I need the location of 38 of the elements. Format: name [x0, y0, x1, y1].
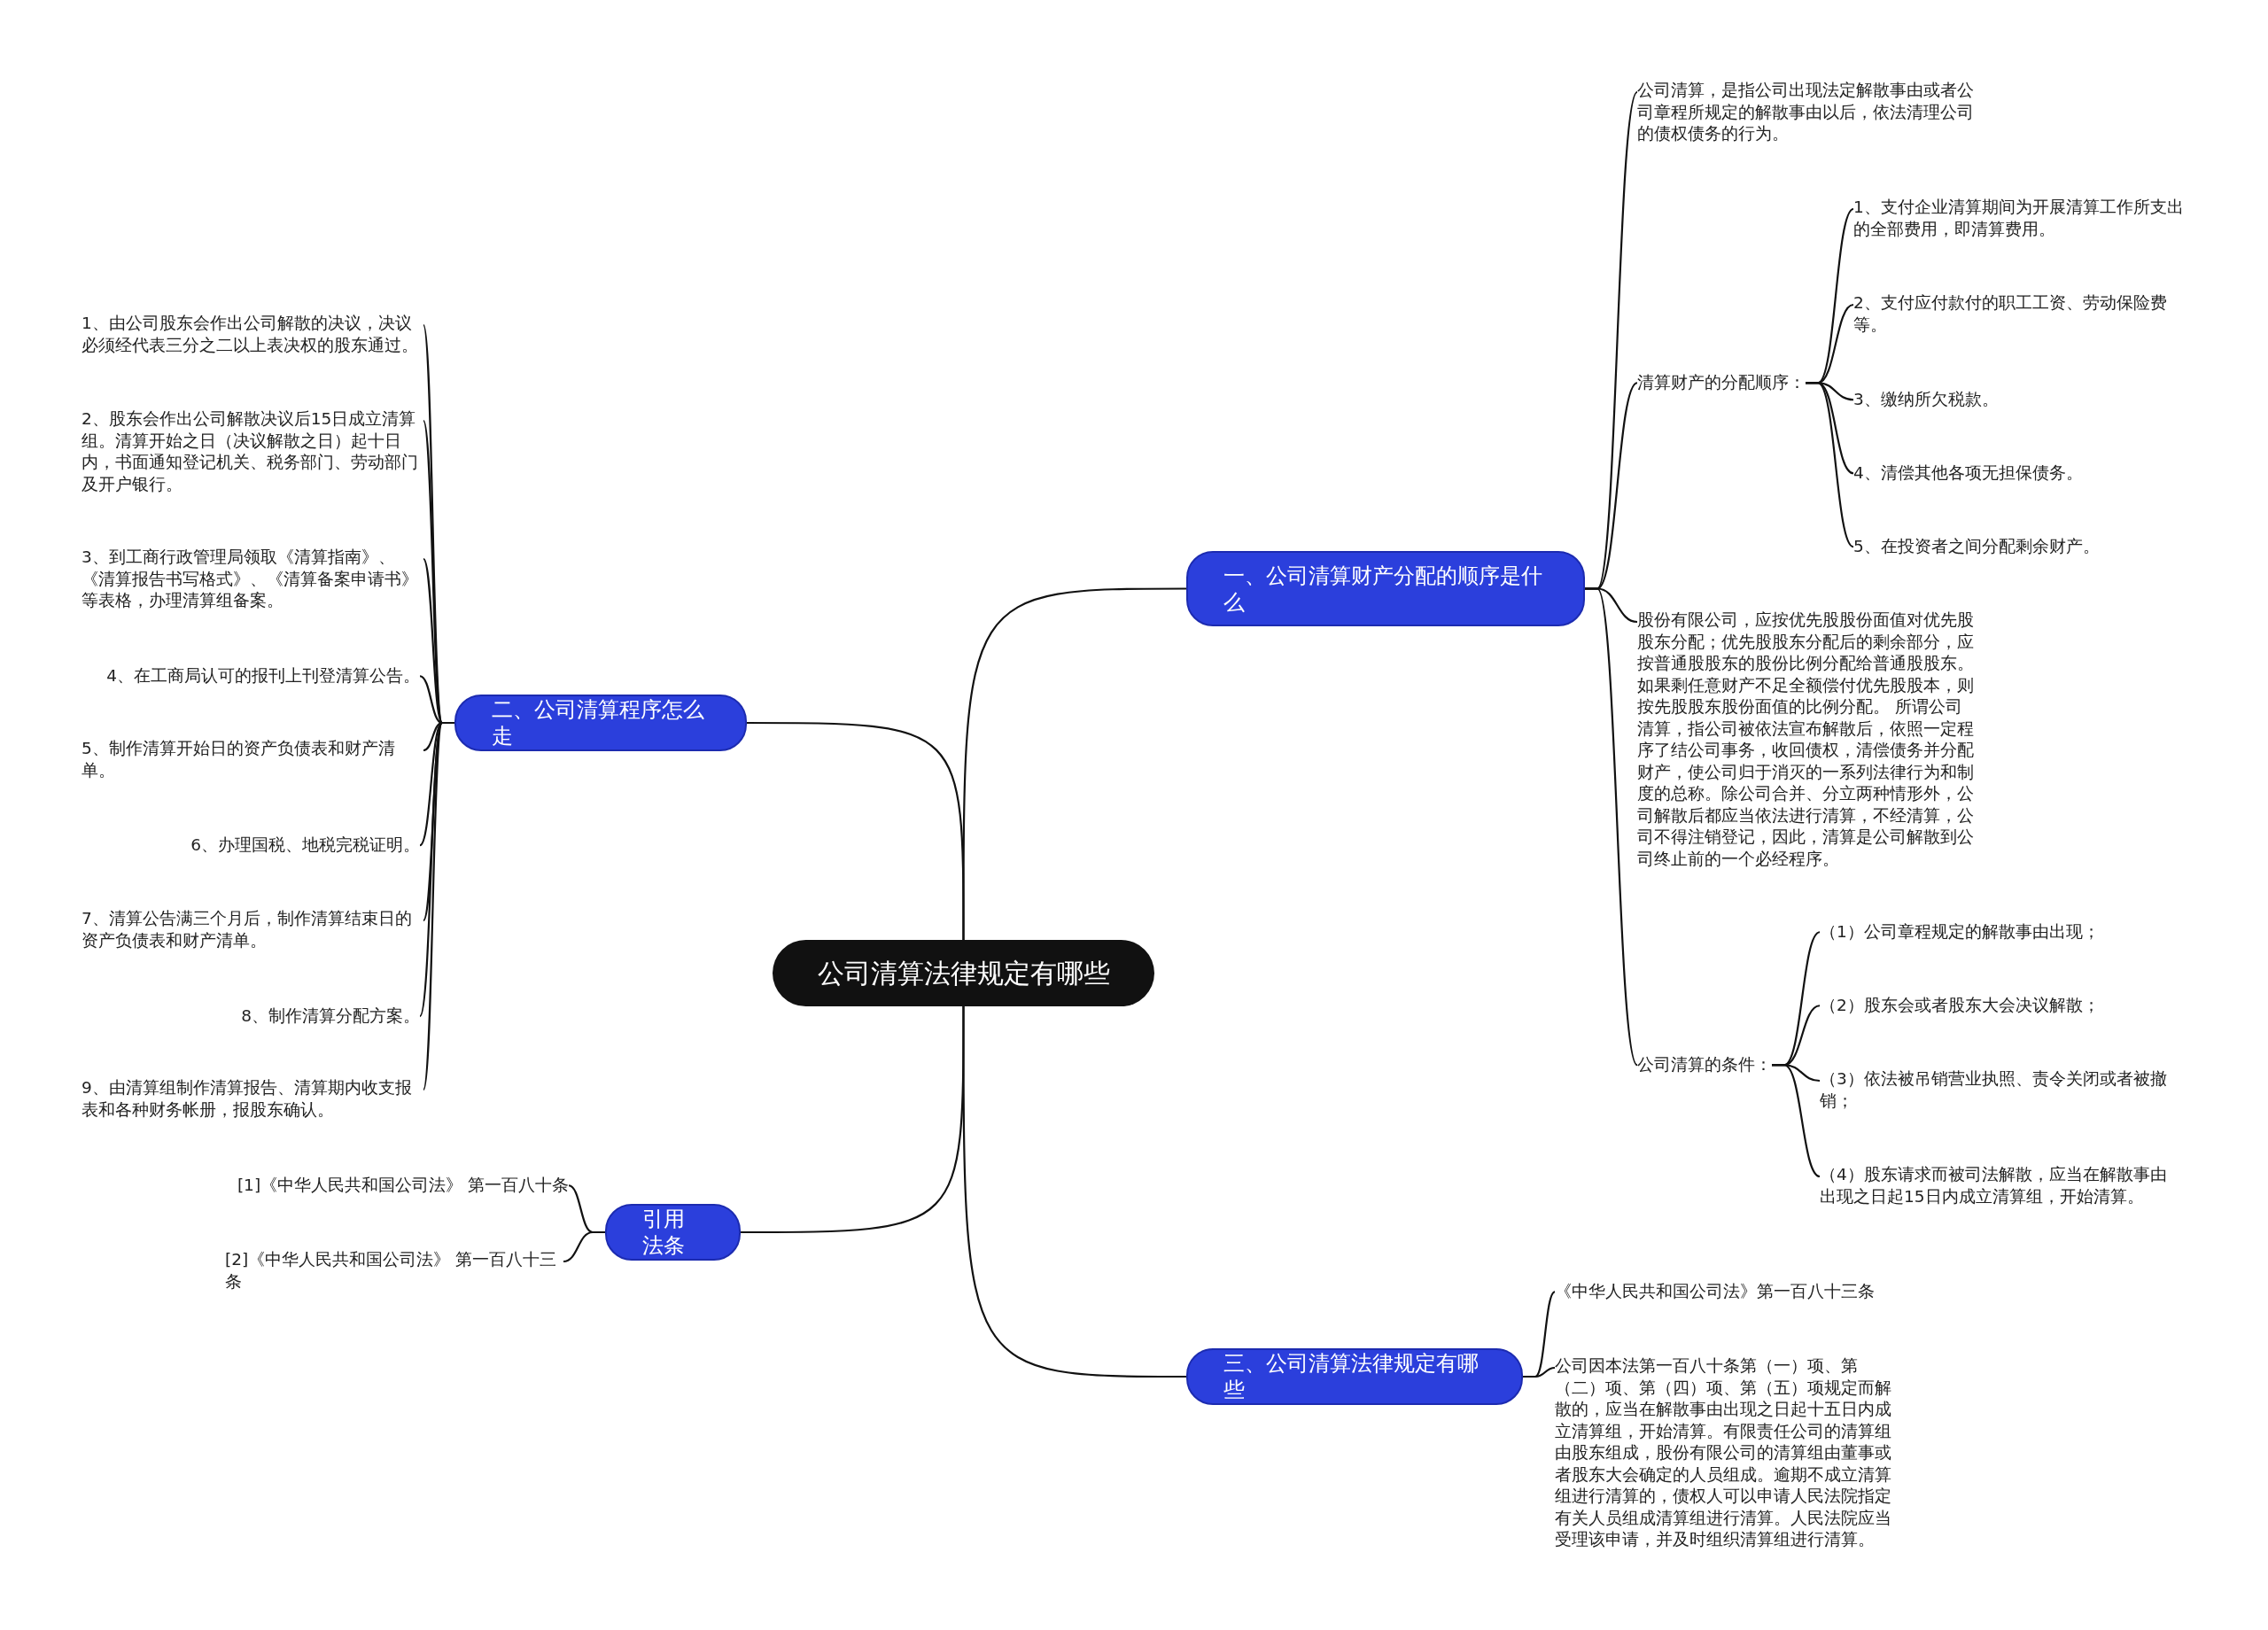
subtopic-text: 公司清算，是指公司出现法定解散事由或者公司章程所规定的解散事由以后，依法清理公司的债权债务的行为。	[1637, 80, 1977, 145]
connector-line	[1806, 382, 1854, 548]
topic-pill: 二、公司清算程序怎么走	[454, 695, 747, 751]
subtopic-text: 9、由清算组制作清算报告、清算期内收支报表和各种财务帐册，报股东确认。	[82, 1077, 423, 1121]
subtopic-text: 清算财产的分配顺序：	[1637, 372, 1806, 394]
subtopic-text: [2]《中华人民共和国公司法》 第一百八十三条	[225, 1249, 563, 1292]
subtopic-text: 2、股东会作出公司解散决议后15日成立清算组。清算开始之日（决议解散之日）起十日内，书面通知登记机关、税务部门、劳动部门及开户银行。	[82, 408, 423, 495]
subtopic-text: 公司清算的条件：	[1637, 1054, 1772, 1076]
subtopic-text: 1、支付企业清算期间为开展清算工作所支出的全部费用，即清算费用。	[1853, 197, 2199, 240]
connector-line	[747, 721, 965, 940]
subtopic-text: [1]《中华人民共和国公司法》 第一百八十条	[237, 1175, 569, 1197]
subtopic-text: 4、在工商局认可的报刊上刊登清算公告。	[106, 665, 420, 687]
subtopic-text: 8、制作清算分配方案。	[241, 1005, 420, 1028]
subtopic-text: （1）公司章程规定的解散事由出现；	[1820, 921, 2100, 943]
subtopic-text: 6、办理国税、地税完税证明。	[190, 834, 420, 857]
subtopic-text: 5、制作清算开始日的资产负债表和财产清单。	[82, 738, 423, 781]
subtopic-text: 3、到工商行政管理局领取《清算指南》、《清算报告书写格式》、《清算备案申请书》等表格，办理清算组备案。	[82, 547, 423, 612]
subtopic-text: （2）股东会或者股东大会决议解散；	[1820, 995, 2100, 1017]
topic-pill: 引用法条	[605, 1204, 741, 1261]
subtopic-text: 2、支付应付款付的职工工资、劳动保险费等。	[1853, 292, 2199, 336]
connector-line	[962, 1006, 1186, 1378]
subtopic-text: （3）依法被吊销营业执照、责令关闭或者被撤销；	[1820, 1068, 2167, 1112]
central-topic: 公司清算法律规定有哪些	[773, 940, 1154, 1006]
subtopic-text: 3、缴纳所欠税款。	[1853, 389, 1999, 411]
subtopic-text: 公司因本法第一百八十条第（一）项、第（二）项、第（四）项、第（五）项规定而解散的，应当在解散事由出现之日起十五日内成立清算组，开始清算。有限责任公司的清算组由股东组成，股份有限公司的清算组由董事或者股东大会确定的人员组成。逾期不成立清算组进行清算的，债权人可以申请人民法院指定有关人员组成清算组进行清算。人民法院应当受理该申请，并及时组织清算组进行清算。	[1555, 1355, 1897, 1551]
subtopic-text: 《中华人民共和国公司法》第一百八十三条	[1555, 1281, 1875, 1303]
subtopic-text: 1、由公司股东会作出公司解散的决议，决议必须经代表三分之二以上表决权的股东通过。	[82, 313, 423, 356]
connector-line	[1585, 587, 1638, 1066]
subtopic-text: 5、在投资者之间分配剩余财产。	[1853, 536, 2100, 558]
connector-line	[563, 1230, 605, 1263]
connector-line	[1523, 1366, 1556, 1378]
subtopic-text: （4）股东请求而被司法解散，应当在解散事由出现之日起15日内成立清算组，开始清算。	[1820, 1164, 2167, 1207]
topic-pill: 三、公司清算法律规定有哪些	[1186, 1348, 1523, 1405]
connector-line	[1772, 1064, 1821, 1177]
subtopic-text: 股份有限公司，应按优先股股份面值对优先股股东分配；优先股股东分配后的剩余部分，应按普通股股东的股份比例分配给普通股股东。如果剩任意财产不足全额偿付优先股股本，则按先股股东股份面值的比例分配。 所谓公司清算，指公司被依法宣布解散后，依照一定程序了结公司事务，收回债权，清偿债务并分配财产，使公司归于消灭的一系列法律行为和制度的总称。除公司合并、分立两种情形外，公司解散后都应当依法进行清算，不经清算，公司不得注销登记，因此，清算是公司解散到公司终止前的一个必经程序。	[1637, 609, 1977, 870]
subtopic-text: 4、清偿其他各项无担保债务。	[1853, 462, 2083, 485]
subtopic-text: 7、清算公告满三个月后，制作清算结束日的资产负债表和财产清单。	[82, 908, 423, 951]
topic-pill: 一、公司清算财产分配的顺序是什么	[1186, 551, 1585, 626]
